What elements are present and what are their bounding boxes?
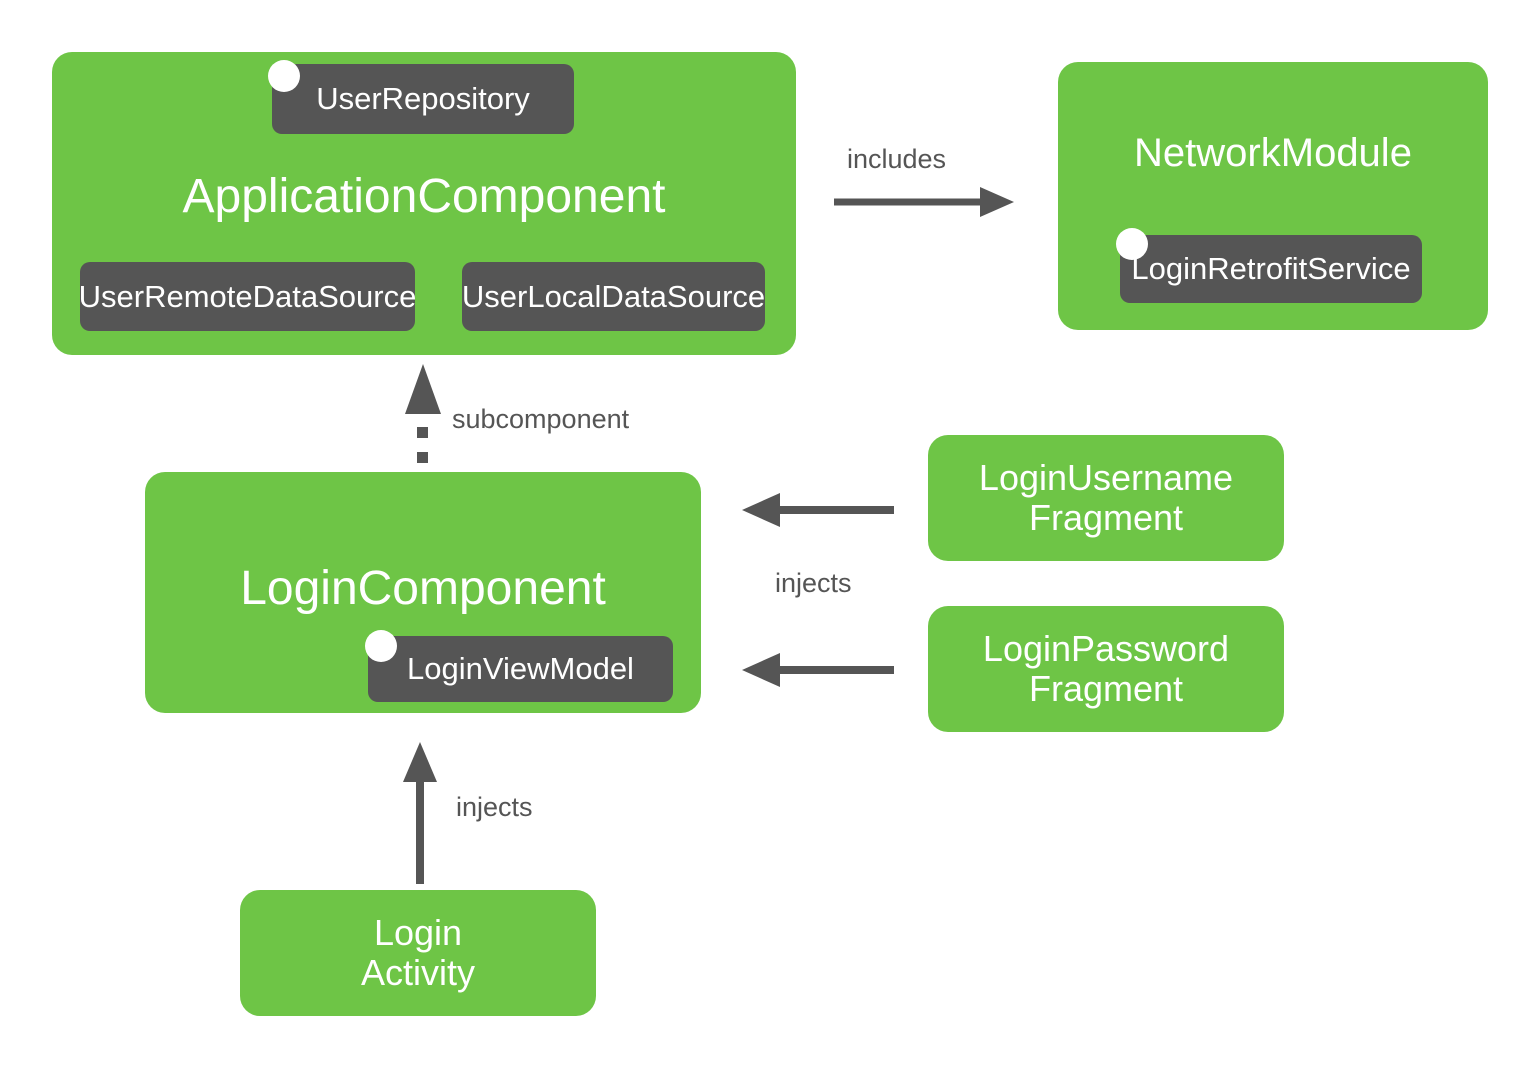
- node-login-username-fragment[interactable]: LoginUsername Fragment: [928, 435, 1284, 561]
- edge-label-subcomponent: subcomponent: [452, 404, 630, 434]
- login-component-title: LoginComponent: [240, 562, 606, 615]
- edge-injects-password-arrow-icon: [742, 653, 894, 687]
- application-component-title: ApplicationComponent: [182, 170, 666, 223]
- provision-dot-icon-login-retrofit-service: [1116, 228, 1148, 260]
- edge-subcomponent-dotted-arrow-icon: [405, 364, 441, 463]
- edge-label-includes: includes: [847, 144, 947, 174]
- binding-chip-login-view-model[interactable]: LoginViewModel: [368, 636, 673, 702]
- binding-chip-user-local-data-source[interactable]: UserLocalDataSource: [462, 262, 765, 331]
- node-login-activity[interactable]: Login Activity: [240, 890, 596, 1016]
- edge-label-injects-fragments: injects: [775, 568, 852, 598]
- provision-dot-icon-login-view-model: [365, 630, 397, 662]
- edge-label-injects-activity: injects: [456, 792, 533, 822]
- binding-chip-login-retrofit-service[interactable]: LoginRetrofitService: [1120, 235, 1422, 303]
- node-login-password-fragment[interactable]: LoginPassword Fragment: [928, 606, 1284, 732]
- provision-dot-icon-user-repository: [268, 60, 300, 92]
- binding-chip-user-remote-data-source[interactable]: UserRemoteDataSource: [79, 262, 416, 331]
- binding-chip-user-repository[interactable]: UserRepository: [272, 64, 574, 134]
- edge-injects-username-arrow-icon: [742, 493, 894, 527]
- edge-injects-activity-arrow-icon: [403, 742, 437, 884]
- edge-includes-arrow-icon: [834, 187, 1014, 217]
- network-module-title: NetworkModule: [1134, 131, 1412, 175]
